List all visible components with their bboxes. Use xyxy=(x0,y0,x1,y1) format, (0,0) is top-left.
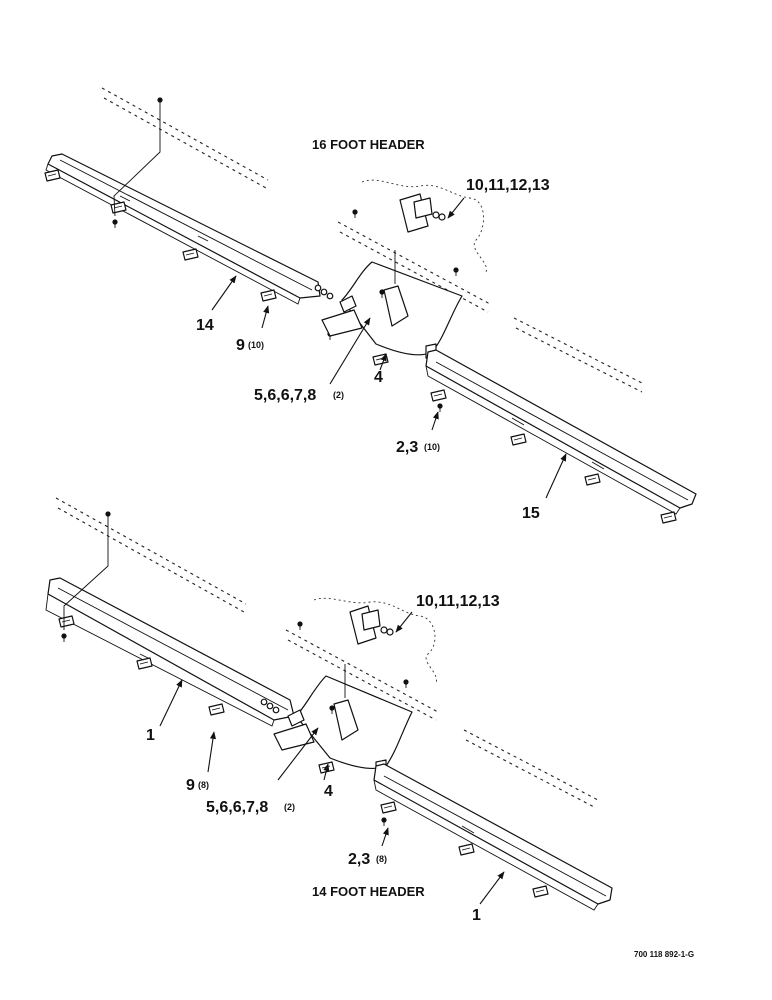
callout-left-shield: 14 xyxy=(196,317,214,334)
frame-line xyxy=(57,507,245,613)
frame-line xyxy=(285,629,439,713)
clip-bracket xyxy=(532,885,549,898)
bolt xyxy=(272,706,280,714)
bolt xyxy=(326,292,334,300)
mounting-hardware xyxy=(349,605,394,645)
screw-fastener xyxy=(380,816,388,827)
callout-left-shield: 1 xyxy=(146,727,155,744)
clip-bracket xyxy=(208,703,225,716)
clip-bracket xyxy=(44,169,61,182)
leader-arrow xyxy=(479,871,505,905)
clip-bracket xyxy=(584,473,601,486)
attach-line xyxy=(113,106,161,217)
frame-line xyxy=(515,327,643,393)
callout-bolts-qty: (2) xyxy=(333,390,344,400)
clip-bracket xyxy=(660,511,677,524)
screw-fastener xyxy=(436,402,444,413)
clip-bracket xyxy=(380,801,397,814)
assembly-title: 16 FOOT HEADER xyxy=(312,137,425,152)
callout-center-shield: 4 xyxy=(374,369,383,386)
bolt xyxy=(320,288,328,296)
clip-bracket xyxy=(260,289,277,302)
frame-line xyxy=(287,639,437,721)
leader-arrow xyxy=(261,305,270,329)
callout-fasteners: 2,3 xyxy=(348,851,370,868)
screw-fastener xyxy=(351,208,359,219)
leader-arrow xyxy=(379,353,387,371)
screw-fastener xyxy=(452,266,460,277)
frame-line xyxy=(465,739,597,809)
leader-arrow xyxy=(323,763,330,781)
callout-clips-qty: (8) xyxy=(198,780,209,790)
callout-clips-qty: (10) xyxy=(248,340,264,350)
frame-line xyxy=(55,497,247,605)
screw-fastener xyxy=(60,632,68,643)
frame-line xyxy=(101,87,269,181)
leader-arrow xyxy=(329,317,371,385)
mounting-hardware xyxy=(399,193,446,233)
frame-line xyxy=(337,221,491,305)
leader-arrow xyxy=(381,827,389,847)
frame-line xyxy=(463,729,599,801)
callout-clips: 9 xyxy=(186,777,195,794)
leader-arrow xyxy=(395,611,413,633)
clip-bracket xyxy=(510,433,527,446)
center-shield-part xyxy=(273,675,413,775)
clip-bracket xyxy=(136,657,153,670)
header-16ft-assembly: 16 FOOT HEADER 10,11,12,13 14 9 (10) 4 5… xyxy=(44,87,697,524)
callout-hardware: 10,11,12,13 xyxy=(416,593,500,610)
bolt xyxy=(260,698,268,706)
clip-bracket xyxy=(430,389,447,402)
leader-arrow xyxy=(211,275,237,311)
center-shield-part xyxy=(321,261,463,359)
screw-fastener xyxy=(104,510,112,521)
frame-line xyxy=(103,97,267,189)
screw-fastener xyxy=(296,620,304,631)
assembly-title: 14 FOOT HEADER xyxy=(312,884,425,899)
frame-outline xyxy=(361,179,487,273)
left-shield-part xyxy=(45,153,321,305)
callout-clips: 9 xyxy=(236,337,245,354)
callout-center-shield: 4 xyxy=(324,783,333,800)
right-shield-part xyxy=(373,763,613,911)
left-shield-part xyxy=(45,577,295,727)
callout-bolts: 5,6,6,7,8 xyxy=(254,387,316,404)
leader-arrow xyxy=(159,679,183,727)
callout-right-shield: 15 xyxy=(522,505,540,522)
clip-bracket xyxy=(182,248,199,261)
clip-bracket xyxy=(458,843,475,856)
callout-hardware: 10,11,12,13 xyxy=(466,177,550,194)
leader-arrow xyxy=(431,411,439,431)
screw-fastener xyxy=(156,96,164,107)
callout-right-shield: 1 xyxy=(472,907,481,924)
callout-fasteners-qty: (10) xyxy=(424,442,440,452)
callout-fasteners: 2,3 xyxy=(396,439,418,456)
right-shield-part xyxy=(425,349,697,515)
frame-line xyxy=(339,231,489,313)
bolt xyxy=(266,702,274,710)
leader-arrow xyxy=(447,197,465,219)
attach-line xyxy=(63,520,109,630)
leader-arrow xyxy=(545,453,567,499)
screw-fastener xyxy=(402,678,410,689)
callout-bolts-qty: (2) xyxy=(284,802,295,812)
frame-line xyxy=(513,317,645,385)
bolt xyxy=(314,284,322,292)
callout-fasteners-qty: (8) xyxy=(376,854,387,864)
screw-fastener xyxy=(111,218,119,229)
header-14ft-assembly: 10,11,12,13 1 9 (8) 4 5,6,6,7,8 (2) 2,3 … xyxy=(45,497,613,924)
figure-number: 700 118 892-1-G xyxy=(634,950,694,959)
leader-arrow xyxy=(277,727,319,781)
callout-bolts: 5,6,6,7,8 xyxy=(206,799,268,816)
leader-arrow xyxy=(207,731,217,773)
